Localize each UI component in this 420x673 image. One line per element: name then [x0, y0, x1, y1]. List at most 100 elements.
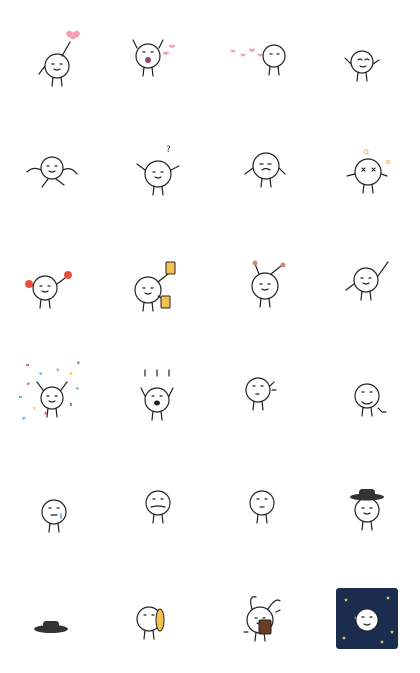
arms: [140, 387, 174, 397]
sticker-bunny-chocolate[interactable]: [210, 560, 315, 672]
character-body: [249, 490, 275, 516]
mouth: [41, 290, 49, 293]
face: [48, 507, 60, 516]
confetti-icon: [44, 411, 48, 415]
leg: [362, 183, 365, 194]
sticker-hat-only[interactable]: [0, 560, 105, 672]
sticker-wearing-hat[interactable]: [315, 448, 420, 560]
sticker-antennae-wiggle[interactable]: [210, 224, 315, 336]
character-body: [355, 608, 379, 632]
sticker-crying[interactable]: [0, 448, 105, 560]
leg: [152, 185, 155, 196]
sticker-illustration: [134, 261, 176, 312]
leg: [268, 297, 271, 308]
leg: [152, 629, 155, 640]
leg: [48, 522, 51, 533]
sticker-shy-smile[interactable]: [315, 0, 420, 112]
arms: [132, 39, 164, 49]
spark-icon: [269, 381, 277, 391]
character-body: [41, 499, 67, 525]
leg: [277, 65, 280, 76]
sticker-lying-down[interactable]: [0, 112, 105, 224]
sticker-confused[interactable]: ?: [105, 112, 210, 224]
character-body: [354, 383, 380, 409]
sticker-thinking-pipe[interactable]: [315, 336, 420, 448]
beer-mug-icon: [165, 261, 176, 275]
sticker-sad-gloomy[interactable]: [210, 112, 315, 224]
star-icon: [390, 630, 394, 634]
leg: [161, 185, 164, 196]
boxing-glove-icon: [64, 271, 72, 279]
arms: [344, 57, 380, 65]
sticker-confetti-celebrate[interactable]: [0, 336, 105, 448]
leg: [151, 301, 154, 312]
star-icon: [386, 596, 390, 600]
sticker-illustration: [344, 50, 380, 82]
confetti-icon: [76, 361, 81, 365]
sticker-hearts-trail[interactable]: [210, 0, 315, 112]
leg: [142, 301, 145, 312]
bunny-ears: [250, 596, 281, 610]
sticker-illustration: [41, 499, 67, 533]
sticker-surprised[interactable]: [210, 336, 315, 448]
sticker-dizzy[interactable]: [315, 112, 420, 224]
confetti-icon: [22, 416, 26, 420]
character-body: [262, 44, 286, 68]
character-body: [144, 160, 172, 188]
star-icon: [342, 636, 346, 640]
face: [361, 391, 373, 405]
leg: [361, 520, 364, 531]
eyes: [357, 58, 370, 61]
confetti-icon: [26, 382, 30, 386]
hat-icon: [359, 489, 375, 497]
sticker-illustration: [38, 30, 80, 87]
arm: [38, 65, 46, 75]
character-body: [44, 53, 70, 79]
sticker-illustration: [354, 383, 387, 417]
sticker-illustration: [132, 39, 175, 77]
sticker-illustration: [346, 149, 390, 194]
confetti-icon: [26, 364, 29, 366]
sticker-illustration: [249, 490, 275, 524]
sticker-holding-heart-balloon[interactable]: [0, 0, 105, 112]
character-body: [251, 272, 279, 300]
leg: [265, 513, 268, 524]
sticker-mustache[interactable]: [105, 448, 210, 560]
leg: [361, 406, 364, 417]
confetti-icon: [19, 396, 22, 398]
mouth: [48, 170, 56, 173]
leg: [161, 513, 164, 524]
sticker-starry-night[interactable]: [315, 560, 420, 672]
character-body: [354, 158, 382, 186]
mouth: [53, 68, 61, 71]
leg: [152, 513, 155, 524]
limbs: [26, 167, 78, 188]
sticker-boxing[interactable]: [0, 224, 105, 336]
mouth: [154, 176, 162, 179]
sticker-illustration: [251, 260, 286, 308]
character-body: [353, 267, 379, 293]
heart-icon: [240, 53, 246, 57]
sticker-cheers-beer[interactable]: [105, 224, 210, 336]
sticker-hiding-behind-coin[interactable]: [105, 560, 210, 672]
leg: [48, 298, 51, 309]
character-body: [252, 152, 280, 180]
sticker-illustration: [19, 361, 81, 420]
leg: [151, 410, 154, 421]
leg: [370, 520, 373, 531]
leg: [259, 297, 262, 308]
sticker-waving[interactable]: [315, 224, 420, 336]
sticker-illustration: [26, 156, 78, 188]
leg: [260, 177, 263, 188]
sticker-illustration: [25, 271, 72, 309]
sticker-illustration: [243, 596, 281, 642]
arms: [346, 173, 388, 177]
mouth: [48, 400, 56, 403]
sticker-blank-stare[interactable]: [210, 448, 315, 560]
leg: [151, 66, 154, 77]
sticker-cheering[interactable]: [105, 336, 210, 448]
sticker-blowing-kisses[interactable]: [105, 0, 210, 112]
face: [259, 163, 272, 171]
leg: [371, 183, 374, 194]
